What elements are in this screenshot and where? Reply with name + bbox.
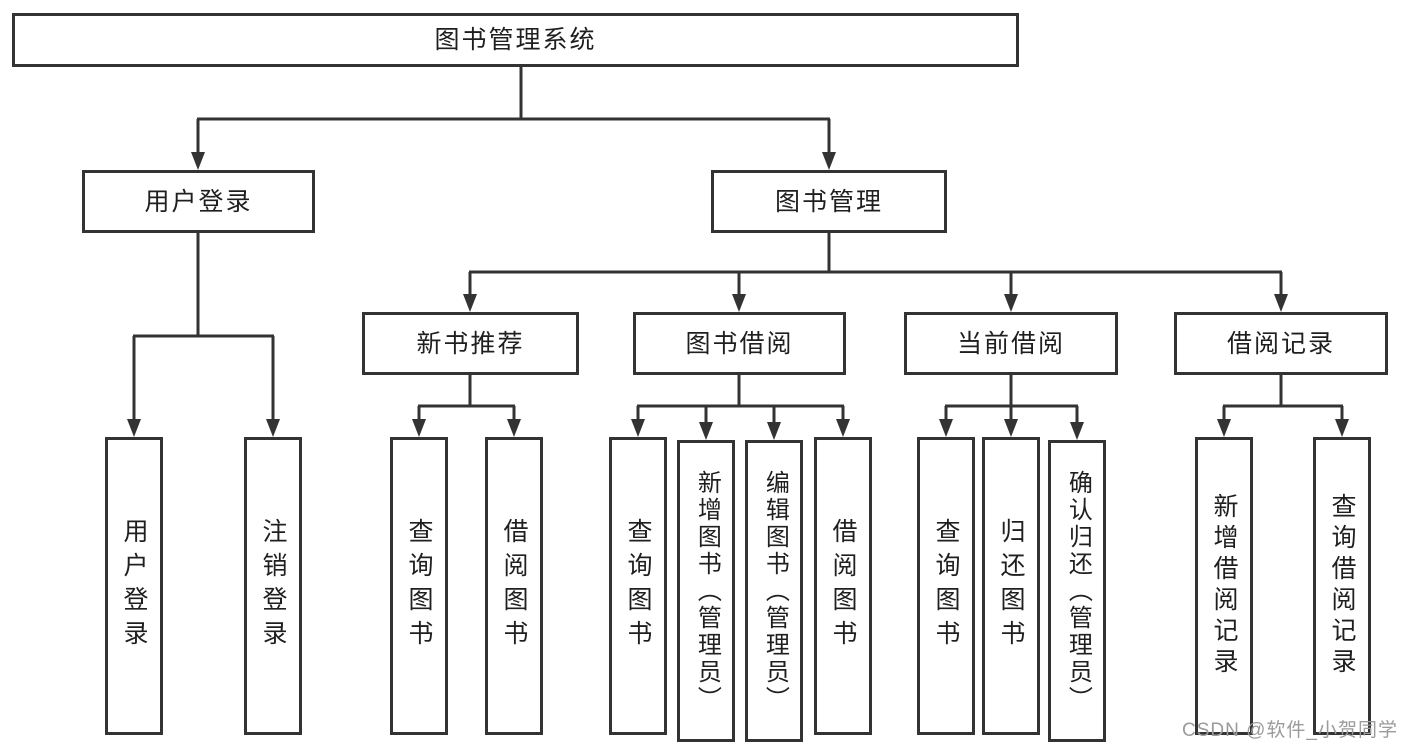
- leaf-borrow-books-recommend-label: 借阅图书: [500, 518, 528, 654]
- node-new-book-recommend: 新书推荐: [362, 312, 579, 375]
- node-library-system: 图书管理系统: [12, 13, 1019, 67]
- leaf-query-books-recommend: 查询图书: [390, 437, 448, 735]
- node-borrowing-records: 借阅记录: [1174, 312, 1388, 375]
- leaf-logout: 注销登录: [244, 437, 302, 735]
- leaf-query-borrow-record-label: 查询借阅记录: [1328, 493, 1356, 679]
- node-book-borrowing: 图书借阅: [633, 312, 846, 375]
- leaf-user-login-label: 用户登录: [120, 518, 148, 654]
- node-book-borrowing-label: 图书借阅: [685, 329, 794, 358]
- leaf-query-books-current-label: 查询图书: [932, 518, 960, 654]
- leaf-add-book-admin-label: 新增图书（管理员）: [693, 469, 721, 713]
- leaf-logout-label: 注销登录: [259, 518, 287, 654]
- node-borrowing-records-label: 借阅记录: [1226, 329, 1335, 358]
- node-user-login-label: 用户登录: [144, 187, 253, 216]
- leaf-edit-book-admin-label: 编辑图书（管理员）: [761, 469, 789, 713]
- leaf-query-books-current: 查询图书: [917, 437, 975, 735]
- node-new-book-recommend-label: 新书推荐: [416, 329, 525, 358]
- node-library-system-label: 图书管理系统: [434, 26, 597, 54]
- leaf-return-books: 归还图书: [982, 437, 1040, 735]
- leaf-query-books-borrowing-label: 查询图书: [624, 518, 652, 654]
- leaf-query-books-recommend-label: 查询图书: [405, 518, 433, 654]
- leaf-query-books-borrowing: 查询图书: [609, 437, 667, 735]
- leaf-borrow-books: 借阅图书: [814, 437, 872, 735]
- node-book-management: 图书管理: [711, 170, 947, 233]
- leaf-confirm-return-admin: 确认归还（管理员）: [1048, 440, 1106, 742]
- leaf-add-borrow-record-label: 新增借阅记录: [1210, 493, 1238, 679]
- node-current-borrowing-label: 当前借阅: [956, 329, 1065, 358]
- leaf-return-books-label: 归还图书: [997, 518, 1025, 654]
- leaf-borrow-books-recommend: 借阅图书: [485, 437, 543, 735]
- leaf-confirm-return-admin-label: 确认归还（管理员）: [1064, 469, 1092, 713]
- node-user-login: 用户登录: [82, 170, 315, 233]
- leaf-add-book-admin: 新增图书（管理员）: [677, 440, 735, 742]
- leaf-borrow-books-label: 借阅图书: [829, 518, 857, 654]
- csdn-watermark: CSDN @软件_小贺同学: [1182, 720, 1398, 741]
- node-current-borrowing: 当前借阅: [904, 312, 1118, 375]
- leaf-edit-book-admin: 编辑图书（管理员）: [745, 440, 803, 742]
- leaf-query-borrow-record: 查询借阅记录: [1313, 437, 1371, 735]
- leaf-user-login: 用户登录: [105, 437, 163, 735]
- leaf-add-borrow-record: 新增借阅记录: [1195, 437, 1253, 735]
- node-book-management-label: 图书管理: [774, 187, 883, 216]
